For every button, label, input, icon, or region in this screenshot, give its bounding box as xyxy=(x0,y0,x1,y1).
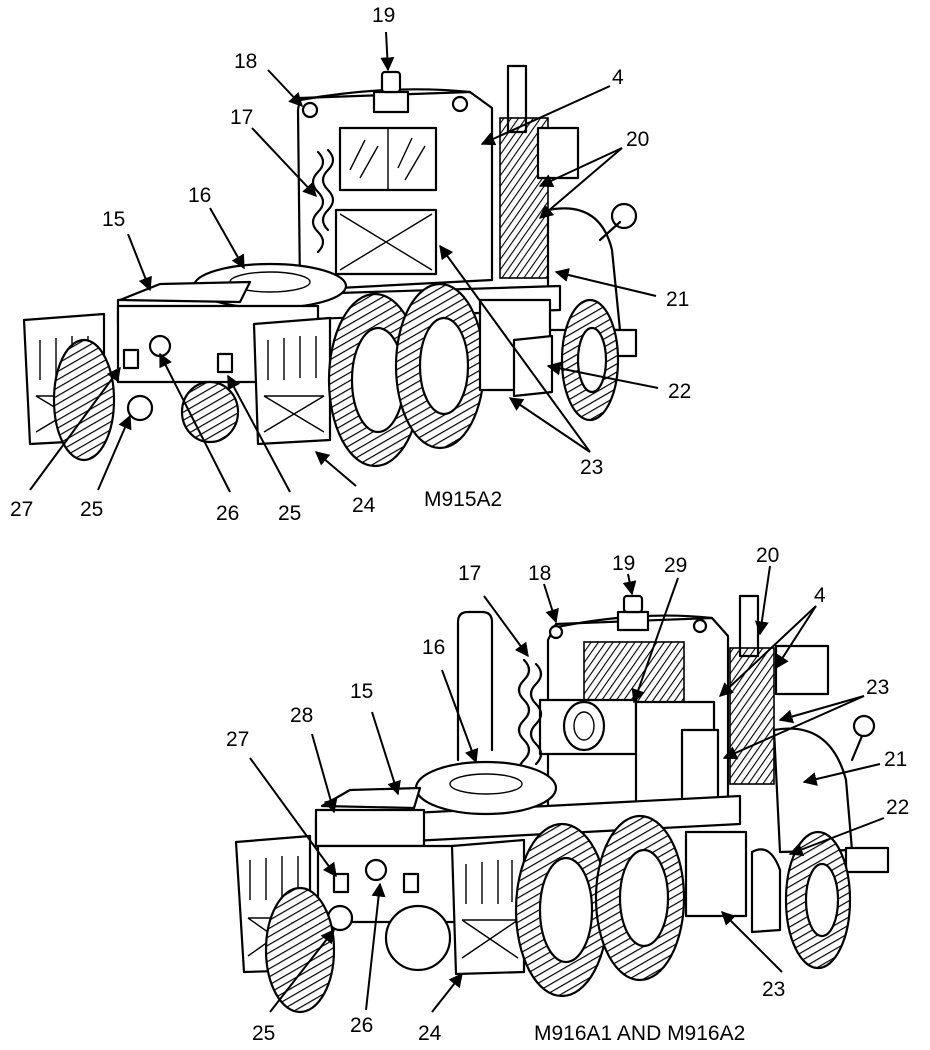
callout-16: 16 xyxy=(422,636,445,659)
m915a2-callouts: 19 18 4 17 20 16 15 21 22 23 27 25 26 25… xyxy=(10,4,691,525)
callout-25: 25 xyxy=(80,498,103,521)
callout-17: 17 xyxy=(230,106,253,129)
callout-26: 26 xyxy=(350,1014,373,1037)
callout-15: 15 xyxy=(350,680,373,703)
m915a2-leader-lines xyxy=(29,31,659,493)
callout-15: 15 xyxy=(102,208,125,231)
m916-callouts: 18 19 20 17 29 4 16 15 23 28 27 21 22 23… xyxy=(226,544,909,1045)
callout-20: 20 xyxy=(626,128,649,151)
m916-leader-lines xyxy=(249,565,885,1013)
callout-24: 24 xyxy=(352,494,376,517)
callout-21: 21 xyxy=(666,288,689,311)
callout-23: 23 xyxy=(866,676,889,699)
callout-18: 18 xyxy=(528,562,551,585)
callout-27: 27 xyxy=(226,728,249,751)
callout-19: 19 xyxy=(612,552,635,575)
callout-25: 25 xyxy=(252,1022,275,1045)
callout-16: 16 xyxy=(188,184,211,207)
callout-24: 24 xyxy=(418,1022,442,1045)
callout-17: 17 xyxy=(458,562,481,585)
callout-23: 23 xyxy=(580,456,603,479)
callout-21: 21 xyxy=(884,748,907,771)
callout-4: 4 xyxy=(814,584,826,607)
callout-4: 4 xyxy=(612,66,624,89)
callout-23: 23 xyxy=(762,978,785,1001)
callout-25: 25 xyxy=(278,502,301,525)
caption-m915a2: M915A2 xyxy=(424,488,502,511)
callout-18: 18 xyxy=(234,50,257,73)
caption-m916a1-m916a2: M916A1 AND M916A2 xyxy=(534,1022,745,1045)
callout-27: 27 xyxy=(10,498,33,521)
callout-29: 29 xyxy=(664,554,687,577)
callout-28: 28 xyxy=(290,704,313,727)
truck-m916-drawing xyxy=(234,594,890,1014)
truck-m915a2-drawing xyxy=(22,64,638,468)
callout-22: 22 xyxy=(886,796,909,819)
callout-19: 19 xyxy=(372,4,395,27)
callout-26: 26 xyxy=(216,502,239,525)
callout-20: 20 xyxy=(756,544,779,567)
callout-22: 22 xyxy=(668,380,691,403)
